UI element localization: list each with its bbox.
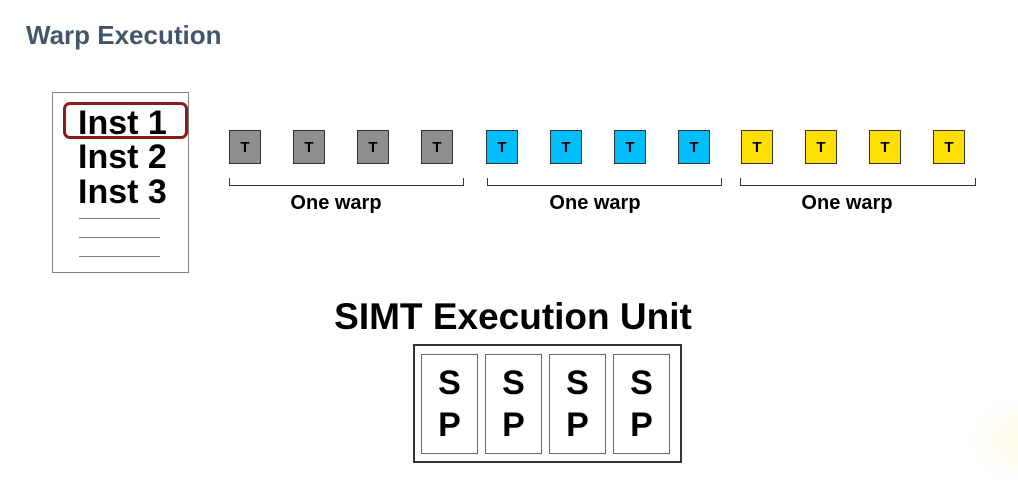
- sp-letter-p: P: [630, 406, 653, 444]
- simt-execution-unit: S P S P S P S P: [413, 344, 682, 463]
- instruction-2: Inst 2: [78, 138, 167, 176]
- sp-letter-s: S: [566, 364, 589, 402]
- thread-box: T: [550, 130, 582, 164]
- thread-box: T: [741, 130, 773, 164]
- page-title: Warp Execution: [26, 20, 222, 50]
- sp-letter-p: P: [566, 406, 589, 444]
- streaming-processor: S P: [485, 354, 542, 454]
- sheet-line: [79, 218, 160, 219]
- warp-label: One warp: [290, 192, 382, 214]
- current-instruction-highlight: [63, 102, 188, 139]
- warp-label: One warp: [801, 192, 893, 214]
- sp-letter-s: S: [438, 364, 461, 402]
- thread-box: T: [229, 130, 261, 164]
- instruction-1: Inst 1: [78, 104, 167, 142]
- instruction-3: Inst 3: [78, 173, 167, 211]
- warp-bracket: [740, 178, 976, 186]
- thread-box: T: [678, 130, 710, 164]
- thread-box: T: [293, 130, 325, 164]
- thread-box: T: [614, 130, 646, 164]
- thread-box: T: [357, 130, 389, 164]
- sp-letter-s: S: [502, 364, 525, 402]
- warp-label: One warp: [549, 192, 641, 214]
- sp-letter-p: P: [502, 406, 525, 444]
- sheet-line: [79, 237, 160, 238]
- sp-letter-s: S: [630, 364, 653, 402]
- thread-box: T: [933, 130, 965, 164]
- thread-box: T: [421, 130, 453, 164]
- streaming-processor: S P: [549, 354, 606, 454]
- thread-box: T: [805, 130, 837, 164]
- corner-glow: [958, 405, 1018, 475]
- simt-title: SIMT Execution Unit: [334, 296, 692, 337]
- thread-box: T: [869, 130, 901, 164]
- instruction-sheet: Inst 1 Inst 2 Inst 3: [52, 92, 189, 273]
- sheet-line: [79, 256, 160, 257]
- streaming-processor: S P: [613, 354, 670, 454]
- sp-letter-p: P: [438, 406, 461, 444]
- thread-box: T: [486, 130, 518, 164]
- streaming-processor: S P: [421, 354, 478, 454]
- warp-bracket: [229, 178, 464, 186]
- warp-bracket: [487, 178, 722, 186]
